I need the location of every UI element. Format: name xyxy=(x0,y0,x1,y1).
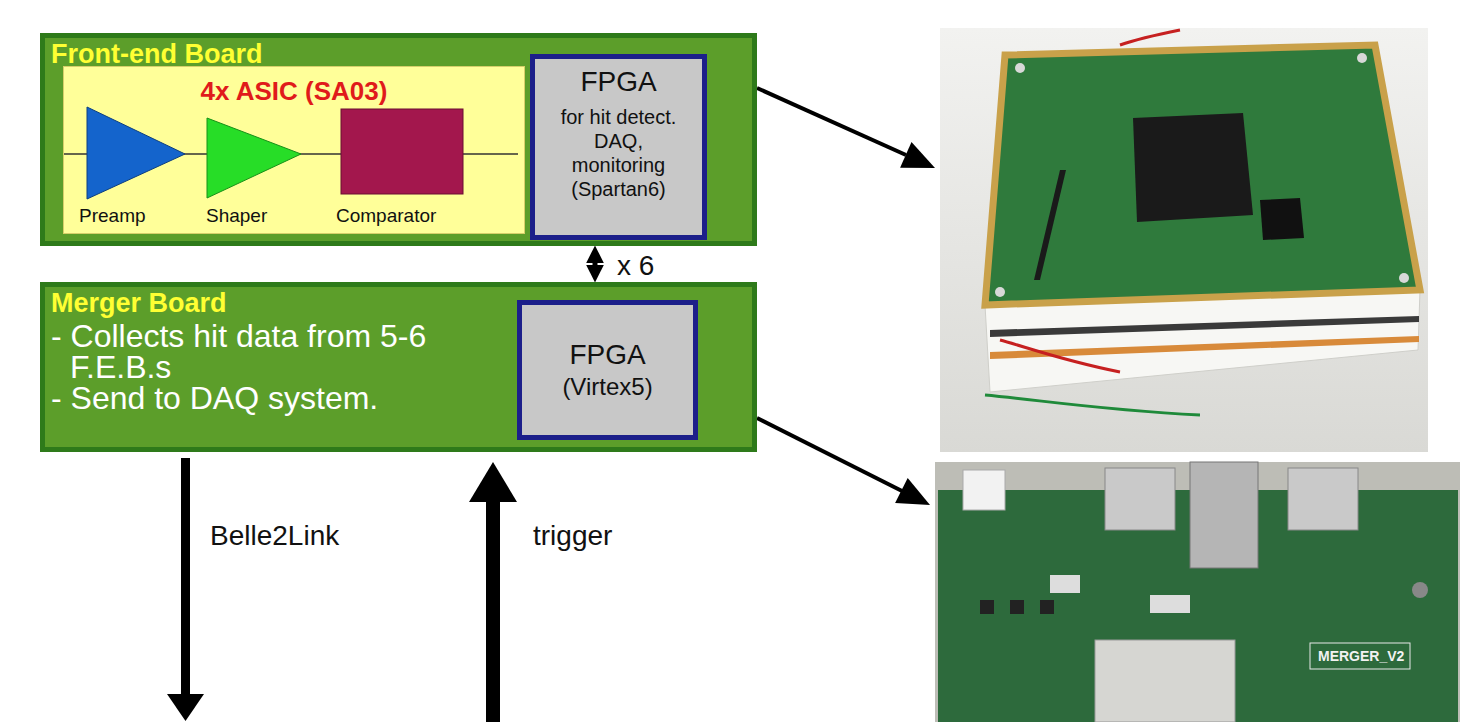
output-arrow xyxy=(181,458,190,698)
signal-label: trigger xyxy=(533,520,612,552)
arrowhead xyxy=(469,462,517,502)
link-label: Belle2Link xyxy=(210,520,339,552)
preamp-symbol xyxy=(87,107,185,199)
asic-box: 4x ASIC (SA03) Preamp Shaper Comparator xyxy=(63,66,525,234)
sfp-cage xyxy=(1190,462,1258,568)
fpga-description: for hit detect. DAQ, monitoring (Spartan… xyxy=(546,105,691,201)
merger-board: Merger Board- Collects hit data from 5-6… xyxy=(40,282,757,452)
mounting-hole xyxy=(995,287,1005,297)
block-label: Preamp xyxy=(79,205,146,227)
board-bullet: - Collects hit data from 5-6 F.E.B.s xyxy=(51,321,430,383)
mounting-hole xyxy=(1399,273,1409,283)
power-connector xyxy=(963,470,1005,510)
component xyxy=(980,600,994,614)
button xyxy=(1412,582,1428,598)
component xyxy=(1050,575,1080,593)
leader-line xyxy=(757,418,902,491)
photo-background xyxy=(935,462,1460,722)
shaper-symbol xyxy=(207,118,301,198)
block-label: Comparator xyxy=(336,205,436,227)
fpga-chip xyxy=(1133,113,1253,222)
rj45-connector xyxy=(1288,468,1358,530)
fpga-box: FPGA for hit detect. DAQ, monitoring (Spa… xyxy=(530,54,707,240)
silkscreen-box xyxy=(1310,643,1410,669)
component xyxy=(1040,600,1054,614)
pcb xyxy=(985,45,1420,305)
power-connector xyxy=(1260,198,1304,240)
comparator-symbol xyxy=(341,109,463,194)
asic-title: 4x ASIC (SA03) xyxy=(64,76,524,106)
wire xyxy=(1000,340,1120,372)
multiplicity-label: x 6 xyxy=(617,250,654,282)
connector-arrow xyxy=(593,258,598,270)
wire xyxy=(985,395,1200,415)
mounting-hole xyxy=(1015,63,1025,73)
stack-layer xyxy=(990,316,1419,337)
fpga-title: FPGA xyxy=(580,65,656,99)
component xyxy=(1010,600,1024,614)
front-end-board: Front-end Board 4x ASIC (SA03)PreampShap… xyxy=(40,33,757,246)
fpga-model: (Virtex5) xyxy=(562,372,652,402)
rj45-connector xyxy=(1105,468,1175,530)
fpga-title: FPGA xyxy=(569,338,645,372)
arrowhead xyxy=(167,694,204,721)
fpga-box: FPGA(Virtex5) xyxy=(517,300,698,440)
arrowhead xyxy=(895,478,930,505)
input-arrow xyxy=(486,500,500,722)
leader-line xyxy=(757,88,906,155)
virtex-chip xyxy=(1095,640,1235,722)
block-label: Shaper xyxy=(206,205,267,227)
board-marking: MERGER_V2 xyxy=(1318,648,1404,664)
wire xyxy=(1120,30,1180,45)
photo-background xyxy=(940,28,1428,452)
board-bullet: - Send to DAQ system. xyxy=(51,383,430,414)
arrowhead xyxy=(900,142,935,168)
mounting-hole xyxy=(1357,53,1367,63)
component xyxy=(1150,595,1190,613)
board-connector xyxy=(1034,170,1066,280)
